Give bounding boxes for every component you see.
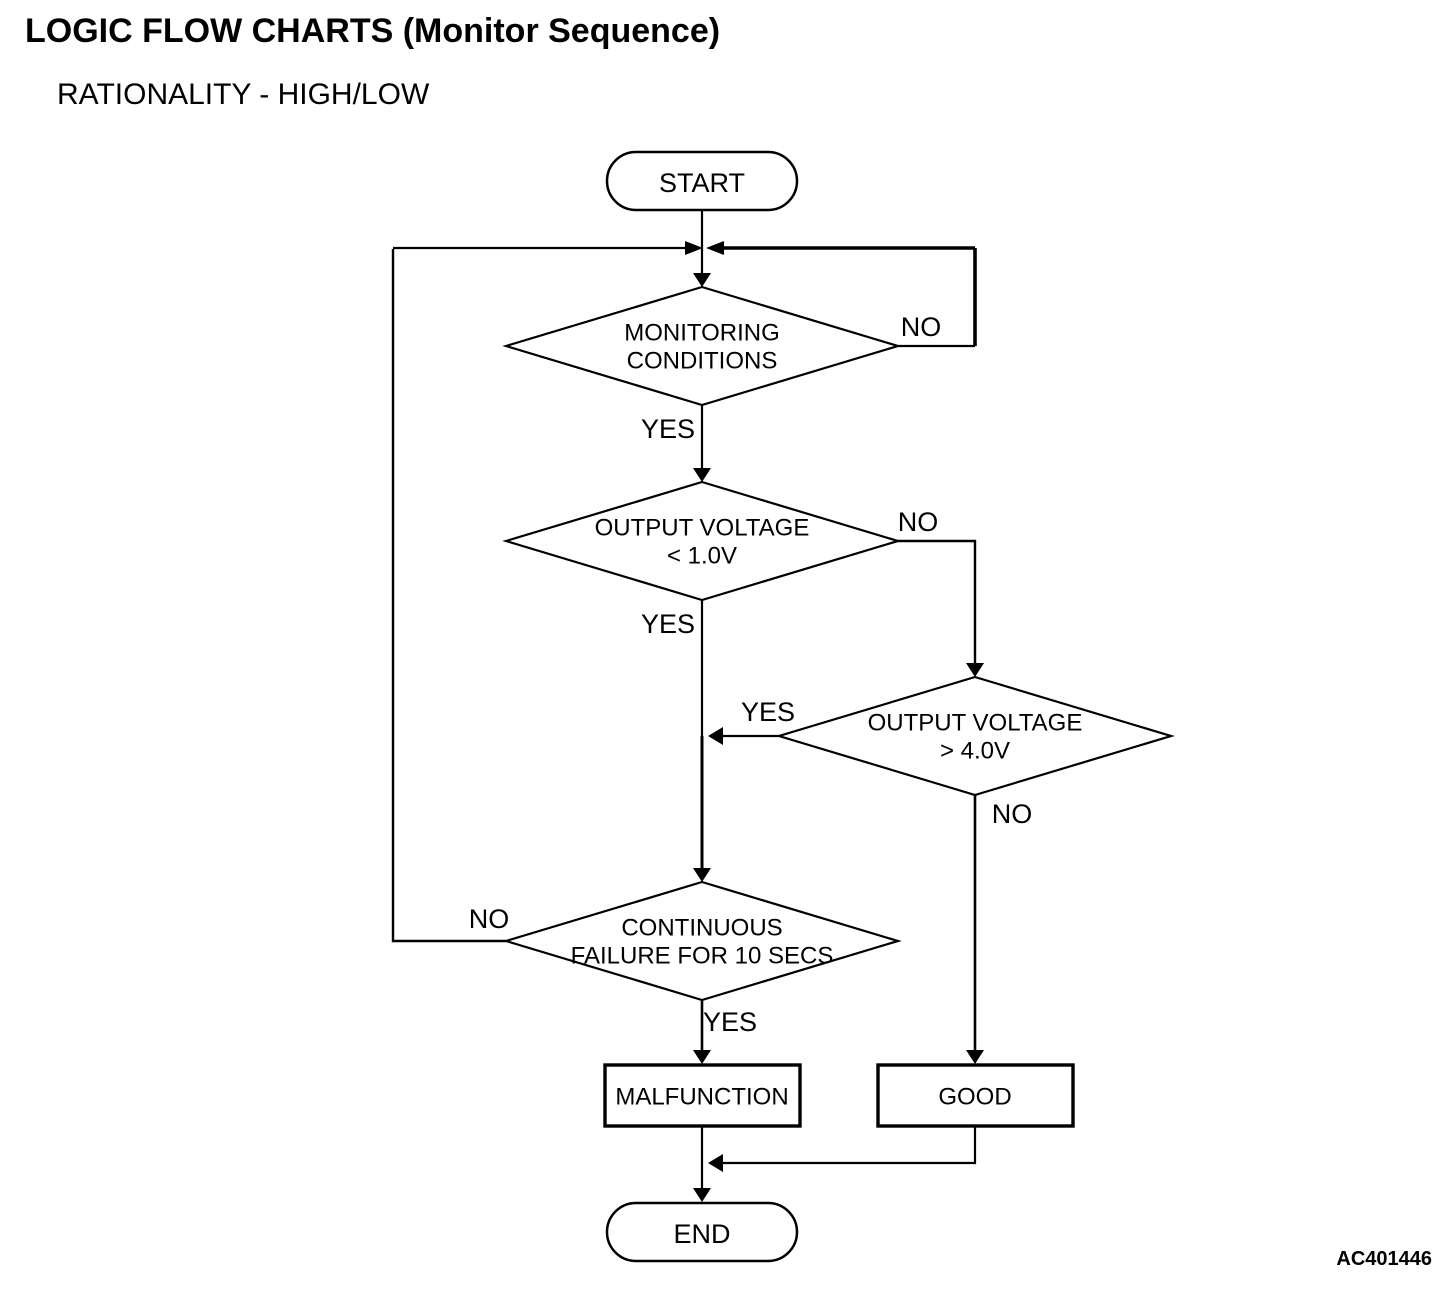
end-label: END (673, 1219, 730, 1249)
voltage-high-line2: > 4.0V (940, 738, 1010, 765)
voltage-low-no-label: NO (898, 507, 939, 537)
voltage-high-yes-label: YES (741, 697, 795, 727)
box-good (876, 1063, 1075, 1128)
voltage-high-no-label: NO (992, 799, 1033, 829)
monitoring-no-label: NO (901, 312, 942, 342)
continuous-failure-line2: FAILURE FOR 10 SECS (571, 943, 834, 970)
monitoring-yes-label: YES (641, 414, 695, 444)
arrowhead-into-malfunction (693, 1050, 711, 1064)
arrowhead-into-monitoring (693, 273, 711, 287)
figure-code-label: AC401446 (1336, 1248, 1432, 1270)
arrowhead-good-merge (708, 1154, 723, 1172)
diamond-continuous-failure-10-secs (502, 880, 902, 1002)
page-subtitle: RATIONALITY - HIGH/LOW (57, 78, 430, 111)
arrowhead-junction-from-right (706, 241, 724, 255)
arrowhead-voltage-high-yes-merge (708, 727, 723, 745)
arrowhead-into-good (966, 1050, 984, 1064)
voltage-low-line1: OUTPUT VOLTAGE (595, 515, 810, 542)
node-end (605, 1201, 799, 1263)
monitoring-conditions-line1: MONITORING (624, 320, 780, 347)
voltage-high-line1: OUTPUT VOLTAGE (868, 710, 1083, 737)
continuous-failure-no-label: NO (469, 904, 510, 934)
good-label: GOOD (938, 1084, 1011, 1111)
diamond-output-voltage-below-1v (502, 480, 902, 602)
node-start (605, 150, 799, 212)
arrowhead-into-voltage-high (966, 663, 984, 677)
diamond-monitoring-conditions (502, 285, 902, 407)
page-title: LOGIC FLOW CHARTS (Monitor Sequence) (25, 12, 721, 50)
voltage-low-line2: < 1.0V (667, 543, 737, 570)
voltage-low-yes-label: YES (641, 609, 695, 639)
diamond-output-voltage-above-4v (775, 675, 1175, 797)
start-label: START (659, 168, 745, 198)
continuous-failure-line1: CONTINUOUS (621, 915, 782, 942)
continuous-failure-yes-label: YES (703, 1007, 757, 1037)
monitoring-conditions-line2: CONDITIONS (627, 348, 778, 375)
box-malfunction (603, 1063, 802, 1128)
arrowhead-junction-from-left (685, 241, 703, 255)
arrowhead-into-end (693, 1188, 711, 1202)
arrowhead-into-continuous-failure (693, 868, 711, 882)
edge-voltage-low-no (898, 539, 977, 674)
edge-good-merge (711, 1126, 977, 1165)
malfunction-label: MALFUNCTION (615, 1084, 788, 1111)
edge-continuous-failure-no (391, 249, 506, 943)
arrowhead-into-voltage-low (693, 468, 711, 482)
